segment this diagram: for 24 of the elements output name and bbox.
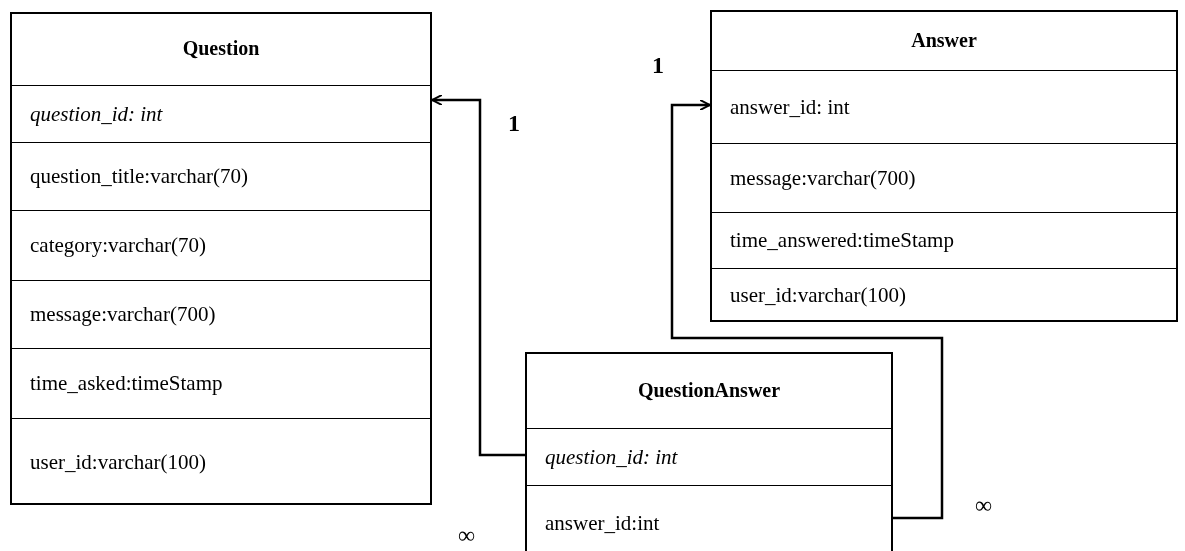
attribute-text: question_id: int [29,101,163,127]
attribute-text: user_id:varchar(100) [29,449,207,475]
class-table [10,12,432,505]
multiplicity-label: 1 [508,110,520,137]
class-name: QuestionAnswer [637,378,781,402]
multiplicity-label: 1 [652,52,664,79]
attribute-text: message:varchar(700) [29,302,216,327]
attribute-text: answer_id: int [729,94,850,120]
multiplicity-label: ∞ [975,492,993,519]
attribute-text: time_answered:timeStamp [729,228,954,253]
attribute-text: message:varchar(700) [729,165,916,191]
multiplicity-label: ∞ [458,522,476,549]
attribute-text: user_id:varchar(100) [729,283,907,308]
connector-arrow [670,99,944,520]
attribute-text: category:varchar(70) [29,233,207,258]
connector-arrow [431,94,525,457]
attribute-text: question_title:varchar(70) [29,164,249,189]
attribute-text: answer_id:int [544,510,660,536]
class-table [525,352,893,551]
class-table [710,10,1178,322]
class-name: Question [182,37,260,60]
attribute-text: question_id: int [544,444,678,470]
attribute-text: time_asked:timeStamp [29,371,223,396]
class-name: Answer [911,28,977,52]
